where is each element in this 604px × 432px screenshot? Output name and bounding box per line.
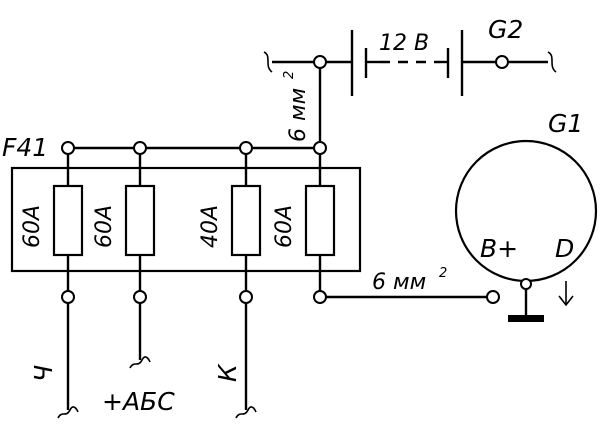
- generator-d-terminal: D: [555, 234, 574, 263]
- output-1-label: Ч: [29, 365, 58, 382]
- generator-circle: [454, 139, 598, 283]
- break-mark-output-3: [235, 406, 257, 419]
- fuse-block-label: F41: [2, 133, 48, 162]
- d-terminal-arrow-icon: [558, 281, 574, 307]
- vertical-wire-superscript: 2: [282, 71, 297, 79]
- bottom-terminal-1: [61, 290, 75, 304]
- break-mark-output-2: [129, 356, 151, 369]
- fuse-3-rating: 40A: [198, 205, 223, 248]
- bottom-terminal-4: [313, 290, 327, 304]
- bottom-terminal-3: [239, 290, 253, 304]
- output-2-label: +АБС: [102, 387, 175, 416]
- battery-junction-node: [313, 55, 327, 69]
- fuse-1-rating: 60A: [20, 205, 45, 248]
- ground-symbol: [508, 315, 544, 322]
- fuse-1: [52, 184, 84, 257]
- horizontal-wire-cross-section: 6 мм: [372, 270, 426, 295]
- break-mark-left: [263, 51, 273, 73]
- battery-right-node: [495, 55, 509, 69]
- break-mark-output-1: [57, 406, 79, 419]
- generator-b-plus-terminal: B+: [480, 234, 518, 263]
- fuse-3: [230, 184, 262, 257]
- generator-label: G1: [548, 109, 583, 138]
- top-terminal-3: [239, 141, 253, 155]
- generator-b-plus-node: [486, 290, 500, 304]
- output-3-label: К: [213, 363, 242, 382]
- top-terminal-4: [313, 141, 327, 155]
- vertical-wire-cross-section: 6 мм: [286, 88, 311, 142]
- fuse-4: [304, 184, 336, 257]
- generator-ground-node: [520, 278, 532, 290]
- top-terminal-2: [133, 141, 147, 155]
- fuse-2-rating: 60A: [92, 205, 117, 248]
- top-terminal-1: [61, 141, 75, 155]
- fuse-2: [124, 184, 156, 257]
- break-mark-right: [547, 51, 557, 73]
- battery-label: G2: [488, 15, 523, 44]
- horizontal-wire-superscript: 2: [439, 266, 447, 281]
- bottom-terminal-2: [133, 290, 147, 304]
- fuse-4-rating: 60A: [272, 205, 297, 248]
- battery-voltage: 12 В: [379, 31, 429, 56]
